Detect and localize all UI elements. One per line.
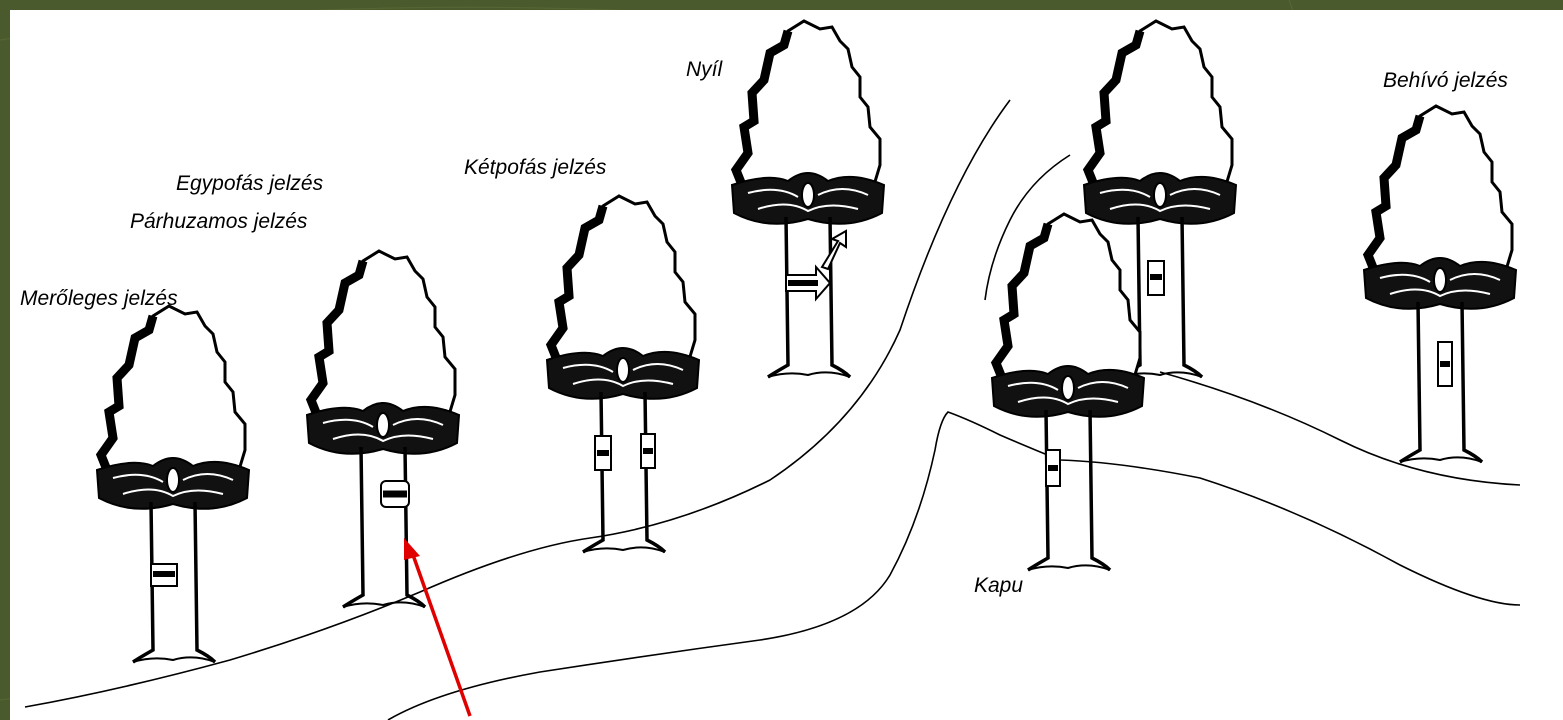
red-pointer-arrow [404, 538, 470, 716]
label-behivo: Behívó jelzés [1383, 69, 1508, 93]
tree-egypofas [307, 251, 459, 607]
tree-nyil [732, 21, 884, 377]
tree-meroleges [97, 306, 249, 662]
label-ketpofas: Kétpofás jelzés [464, 156, 606, 180]
label-kapu: Kapu [974, 574, 1023, 598]
label-parhuzamos: Párhuzamos jelzés [130, 210, 307, 234]
tree-ketpofas [547, 196, 699, 552]
label-nyil: Nyíl [686, 58, 722, 82]
label-egypofas: Egypofás jelzés [176, 172, 323, 196]
tree-kapu [992, 214, 1144, 570]
label-meroleges: Merőleges jelzés [20, 287, 178, 311]
tree-behivo [1364, 106, 1516, 462]
